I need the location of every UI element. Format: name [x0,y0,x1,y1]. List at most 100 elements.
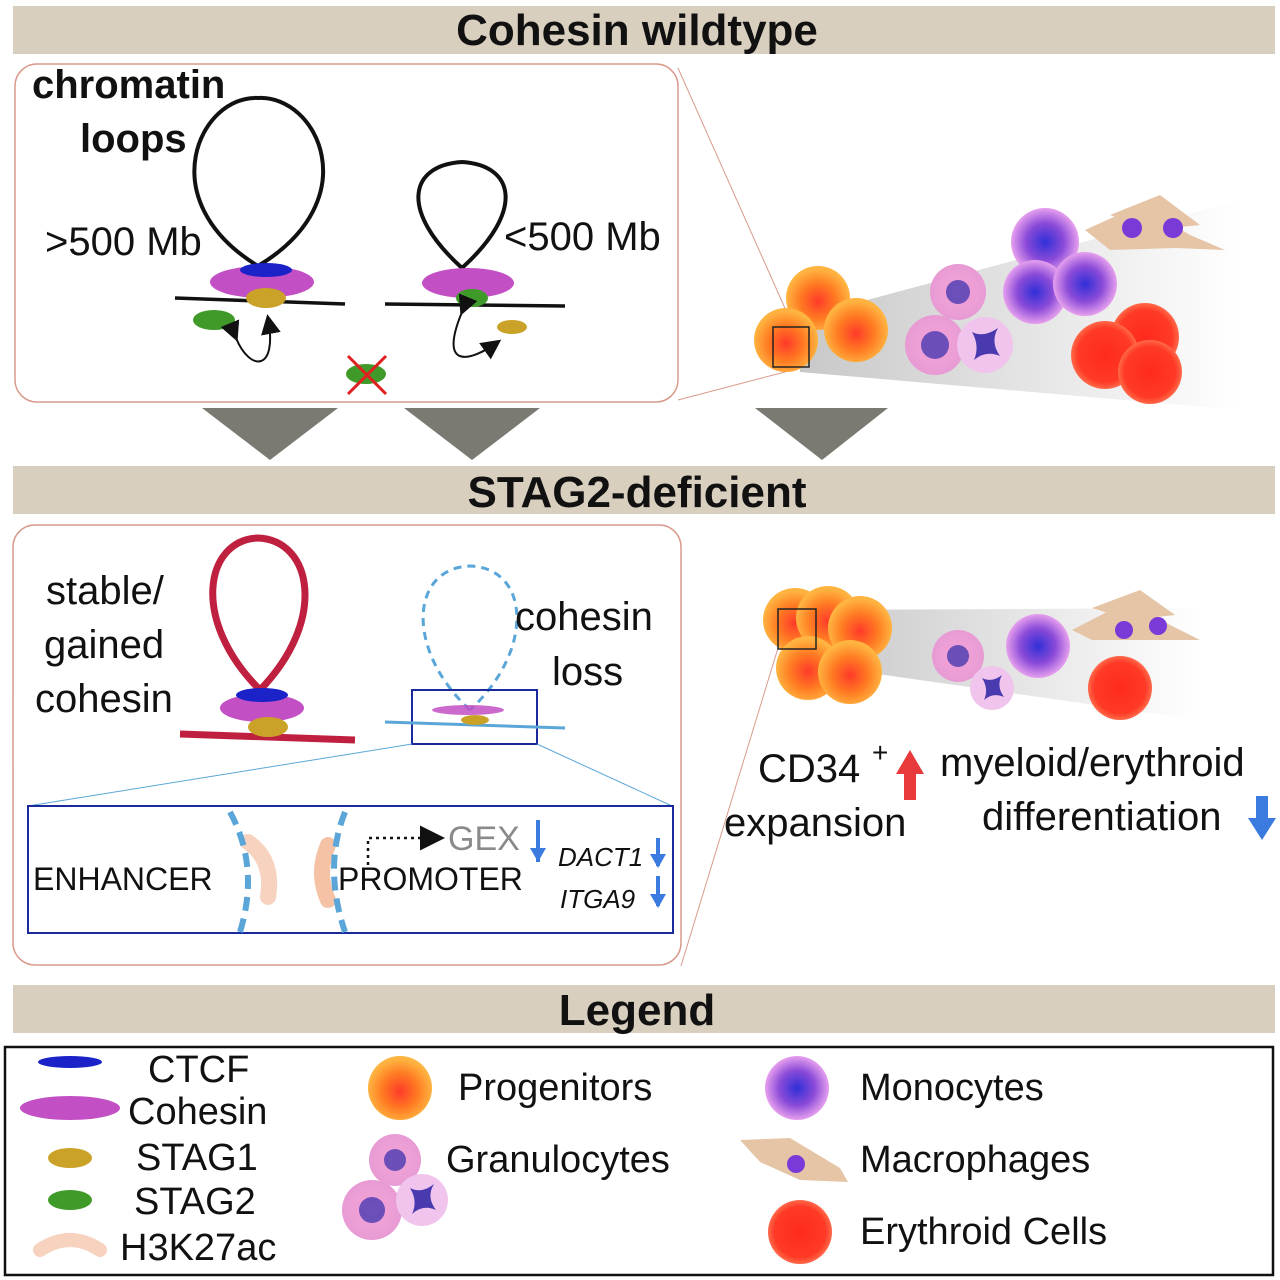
stable-label-line1: stable/ [46,569,165,613]
stable-label-line2: gained [44,623,164,667]
wildtype-title: Cohesin wildtype [456,6,818,55]
transition-arrow-2 [404,408,540,460]
deficient-macrophage [1092,590,1175,620]
enhancer-zoom-line-right [536,743,673,807]
legend-title-bar [13,985,1275,1033]
legend-cohesin-swatch [20,1096,120,1120]
deficient-zoom-line-bottom [680,647,779,967]
lost-loop-zoom-box [411,689,538,745]
promoter-label: PROMOTER [338,861,523,897]
granulocyte-nucleus [947,645,969,667]
granulocyte-lobed-nucleus [982,675,1004,700]
small-loop-exchange-arrow [452,293,502,360]
large-loop-ctcf [240,263,292,277]
chromatin-label: chromatin [32,63,225,107]
promoter-h3k27ac-mark [314,837,336,908]
granulocyte-nucleus [384,1149,406,1171]
lost-loop-stag1 [461,715,489,725]
small-chromatin-loop [416,159,508,270]
legend-macrophages-label: Macrophages [860,1139,1090,1181]
dact1-down-arrow-head [650,854,666,868]
legend-stag1-swatch [48,1148,92,1168]
legend-ctcf-swatch [38,1056,102,1068]
gene-dact1-label: DACT1 [558,842,643,872]
large-loop-exchange-arrow [220,314,281,363]
deficient-title: STAG2-deficient [467,468,806,517]
legend-monocytes-label: Monocytes [860,1067,1044,1109]
granulocyte-nucleus [921,331,949,359]
legend-erythroid-label: Erythroid Cells [860,1211,1107,1253]
granulocyte-nucleus [359,1197,385,1223]
deficient-progenitor-cell [818,640,882,704]
deficient-title-bar [13,466,1275,514]
legend-progenitors-swatch [368,1056,432,1120]
macrophage-nucleus [787,1155,805,1173]
gene-itga9-label: ITGA9 [560,884,635,914]
large-loop-stag1 [246,288,286,308]
stable-gained-loop [209,534,309,693]
itga9-down-arrow-head [650,894,666,908]
granulocyte-nucleus [946,280,970,304]
loops-label: loops [80,117,187,161]
gex-down-arrow-head [530,848,546,862]
granulocyte-lobed-nucleus [972,328,1000,360]
legend-monocytes-swatch [765,1056,829,1120]
legend-stag2-label: STAG2 [134,1181,256,1223]
lost-loop-cohesin-ring [432,705,504,715]
legend-erythroid-swatch [768,1200,832,1264]
wildtype-monocyte [1003,260,1067,324]
legend-title: Legend [559,986,715,1035]
differentiation-down-arrow-head [1248,818,1276,840]
legend-h3k27ac-swatch [33,1233,107,1257]
deficient-zoom-box [777,608,817,650]
stable-label-line3: cohesin [35,677,173,721]
deficient-monocyte [1006,614,1070,678]
legend-progenitors-label: Progenitors [458,1067,652,1109]
wildtype-title-bar [13,6,1275,54]
stable-loop-stag1 [248,717,288,737]
large-chromatin-loop [192,95,326,268]
transcription-arrow [366,825,445,865]
macrophage-nucleus [1115,621,1133,639]
large-loop-label: >500 Mb [45,220,202,264]
loss-label-line1: cohesin [515,595,653,639]
wildtype-zoom-line-top [677,67,801,343]
legend-ctcf-label: CTCF [148,1049,249,1091]
wildtype-chromatin-panel [14,63,679,403]
myeloid-erythroid-label: myeloid/erythroid [940,741,1245,785]
stable-loop-cohesin-ring [220,694,304,722]
gex-label: GEX [448,820,520,858]
wildtype-zoom-box [772,326,810,368]
enhancer-promoter-inset [27,805,674,934]
cd34-label: CD34 [758,747,860,791]
wildtype-progenitor-cell [754,308,818,372]
wildtype-monocyte [1011,208,1079,276]
enhancer-label: ENHANCER [33,861,213,897]
cd34-superscript: + [872,737,888,768]
lost-cohesin-loop [421,564,519,712]
small-loop-label: <500 Mb [504,215,661,259]
transition-arrow-3 [755,408,888,460]
legend-stag1-label: STAG1 [136,1137,258,1179]
enhancer-dna-strand [227,810,251,933]
legend-stag2-swatch [48,1190,92,1210]
stable-loop-ctcf [236,688,288,702]
small-loop-cohesin-ring [422,268,514,298]
macrophage-nucleus [1149,617,1167,635]
large-loop-displaced-stag2 [193,310,235,330]
deficient-macrophage [1072,600,1200,640]
wildtype-monocyte [1053,252,1117,316]
transition-arrow-1 [202,408,338,460]
expansion-label: expansion [724,801,906,845]
wildtype-erythroid-cell [1118,340,1182,404]
legend-cohesin-label: Cohesin [128,1091,267,1133]
loss-label-line2: loss [552,650,623,694]
macrophage-nucleus [1163,218,1183,238]
deficient-erythroid-cell [1088,656,1152,720]
stable-loop-dna-strand [179,730,356,744]
small-loop-stag2 [456,289,488,307]
granulocyte-lobed-nucleus [410,1184,436,1214]
legend-granulocytes-label: Granulocytes [446,1139,670,1181]
